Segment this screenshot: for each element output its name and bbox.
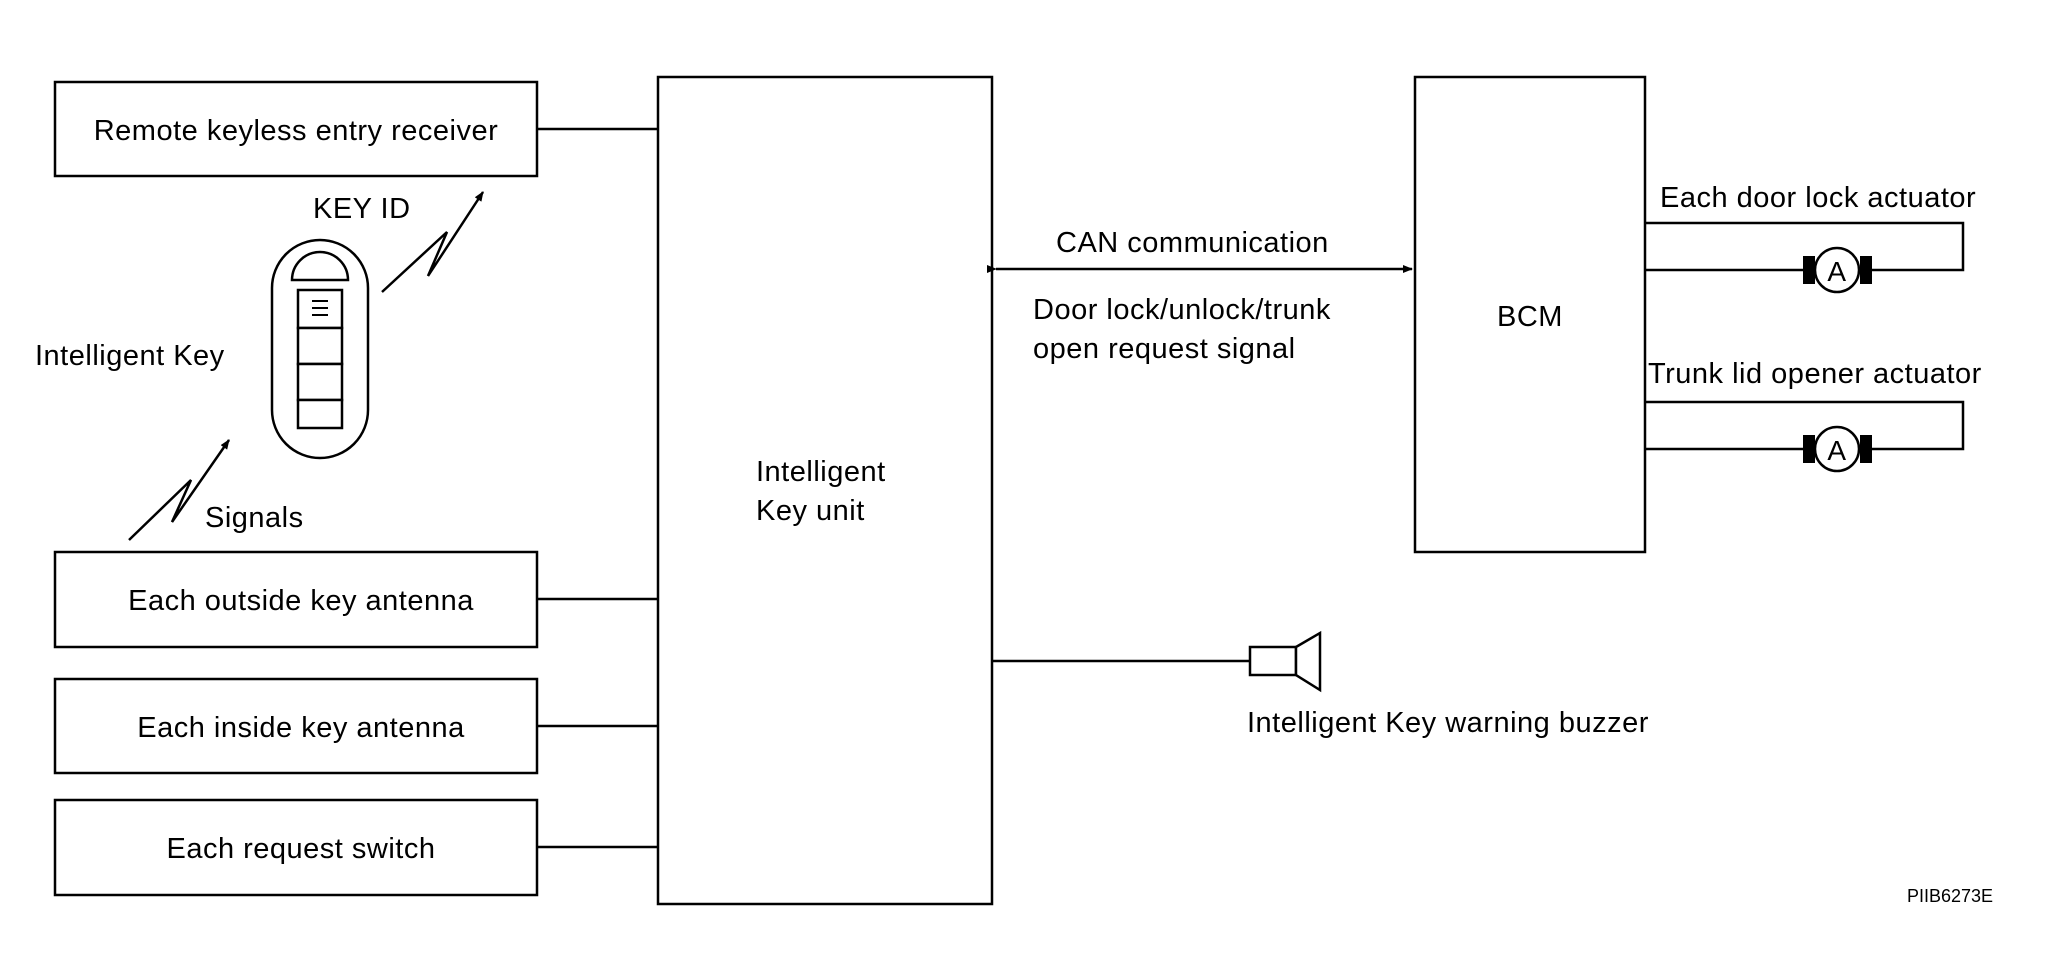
buzzer-label: Intelligent Key warning buzzer [1247, 707, 1649, 739]
trunk-actuator-wire-top [1645, 400, 1965, 451]
receiver-block: Remote keyless entry receiver [53, 80, 539, 178]
signals-wave-icon [128, 439, 231, 541]
trunk-motor-symbol: A [1827, 435, 1846, 466]
signals-label: Signals [205, 502, 304, 534]
door-motor-symbol: A [1827, 256, 1846, 287]
intelligent-key-unit-block: Intelligent Key unit [656, 75, 994, 906]
bcm-block: BCM [1413, 75, 1647, 554]
door-actuator-motor-icon: A [1803, 246, 1872, 294]
door-actuator-label: Each door lock actuator [1660, 182, 1976, 214]
figure-code: PIIB6273E [1907, 886, 1993, 906]
door-actuator-wire-top [1645, 221, 1965, 272]
can-label: CAN communication [1056, 227, 1329, 259]
request-switch-label: Each request switch [166, 833, 435, 865]
inside-antenna-label: Each inside key antenna [137, 712, 465, 744]
trunk-actuator-motor-icon: A [1803, 425, 1872, 473]
outside-antenna-block: Each outside key antenna [53, 550, 539, 649]
buzzer-icon [1248, 630, 1322, 693]
key-id-wave-icon [381, 191, 485, 293]
intelligent-key-label: Intelligent Key [35, 340, 225, 372]
receiver-label: Remote keyless entry receiver [94, 115, 499, 147]
can-signal-line1: Door lock/unlock/trunk [1033, 294, 1331, 326]
inside-antenna-block: Each inside key antenna [53, 677, 539, 775]
key-id-label: KEY ID [313, 193, 411, 225]
intelligent-key-fob-icon [270, 238, 370, 460]
unit-label-line1: Intelligent [756, 456, 886, 488]
outside-antenna-label: Each outside key antenna [128, 585, 474, 617]
trunk-actuator-label: Trunk lid opener actuator [1648, 358, 1982, 390]
bcm-label: BCM [1497, 301, 1563, 333]
request-switch-block: Each request switch [53, 798, 539, 897]
can-signal-line2: open request signal [1033, 333, 1296, 365]
unit-label-line2: Key unit [756, 495, 865, 527]
